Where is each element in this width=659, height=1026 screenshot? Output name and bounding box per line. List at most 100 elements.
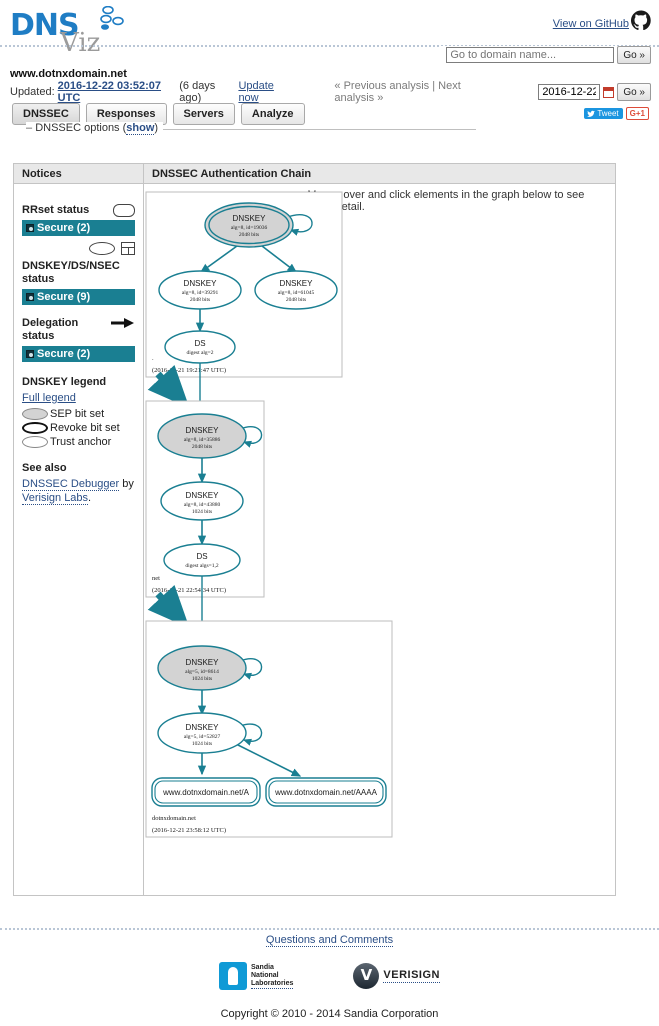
github-icon[interactable] [631,10,651,30]
tweet-button[interactable]: Tweet [584,108,623,119]
full-legend-link[interactable]: Full legend [22,392,76,404]
node-rrset-aaaa[interactable]: www.dotnxdomain.net/AAAA [265,777,387,807]
node-title: DNSKEY [186,426,220,435]
secure-icon [26,224,34,232]
rounded-rect-icon [113,204,135,217]
twitter-icon [587,110,596,117]
trust-anchor-ellipse-icon [22,436,48,448]
verisign-logo[interactable]: VERISIGN [353,963,440,989]
node-algid: alg=8, id=19036 [231,225,268,231]
dnssec-debugger-link[interactable]: DNSSEC Debugger [22,478,120,491]
cluster-label-zone: dotnxdomain.net [152,815,196,822]
tweet-label: Tweet [597,109,619,118]
domain-search-form[interactable]: Go » [440,46,651,64]
node-title: DNSKEY [280,279,314,288]
options-collapse-dash[interactable]: – [26,122,33,134]
dnskey-status-title: DNSKEY/DS/NSEC status [22,260,120,285]
edge-net-ksk-self-sign [239,426,263,448]
node-bits: 2048 bits [190,297,210,303]
sandia-logo[interactable]: Sandia National Laboratories [219,962,294,990]
node-ds-net[interactable]: DS digest algs=1,2 [163,543,241,577]
calendar-icon[interactable] [603,86,615,98]
dnskey-legend-section: DNSKEY legend Full legend SEP bit set Re… [22,376,135,448]
node-dnskey-61045[interactable]: DNSKEY alg=8, id=61045 2048 bits [254,270,338,310]
node-ds-root[interactable]: DS digest alg=2 [164,330,236,364]
verisign-labs-link[interactable]: Verisign Labs [22,492,89,505]
dnsviz-logo[interactable]: DNS Viz [10,4,150,60]
tab-analyze[interactable]: Analyze [240,103,305,125]
secure-icon [26,293,34,301]
graph-canvas[interactable]: DNSKEY alg=8, id=19036 2048 bits DNSKEY … [144,188,615,895]
node-algid: alg=5, id=52827 [184,734,221,740]
node-algid: alg=8, id=61045 [278,290,315,296]
split-box-icon [121,242,135,255]
main-tabs: DNSSEC Responses Servers Analyze [12,103,305,129]
updated-timestamp-link[interactable]: 2016-12-22 03:52:07 UTC [57,80,162,104]
cluster-dotnxdomain-zone[interactable]: DNSKEY alg=5, id=8614 1024 bits DNSKEY a… [145,620,393,838]
sponsor-logos: Sandia National Laboratories VERISIGN [0,962,659,990]
sandia-line3: Laboratories [251,979,294,987]
node-title: DNSKEY [186,658,220,667]
analysis-date-picker[interactable]: Go » [538,83,651,101]
next-analysis-link[interactable]: Next analysis » [334,80,461,104]
tab-servers[interactable]: Servers [172,103,235,125]
secure-icon [26,350,34,358]
tab-responses[interactable]: Responses [85,103,167,125]
verisign-text: VERISIGN [383,969,440,983]
node-algid: digest algs=1,2 [185,563,219,569]
dnskey-status-badge[interactable]: Secure (9) [22,289,135,305]
node-rrset-a[interactable]: www.dotnxdomain.net/A [151,777,261,807]
questions-and-comments-link[interactable]: Questions and Comments [265,934,394,947]
delegation-status-text: Secure (2) [37,348,91,360]
search-input[interactable] [446,47,615,63]
dnskey-status-text: Secure (9) [37,291,91,303]
dnssec-chain-svg[interactable]: DNSKEY alg=8, id=19036 2048 bits DNSKEY … [144,188,616,888]
node-dnskey-8614[interactable]: DNSKEY alg=5, id=8614 1024 bits [157,645,247,691]
date-go-button[interactable]: Go » [617,83,651,101]
update-now-link[interactable]: Update now [238,80,274,104]
analysis-meta-row: Updated: 2016-12-22 03:52:07 UTC (6 days… [10,80,651,104]
edge-zsk-to-aaaa-rrset [235,743,302,777]
see-also-body: DNSSEC Debugger by Verisign Labs. [22,477,135,505]
rrset-status-badge[interactable]: Secure (2) [22,220,135,236]
legend-item-sep: SEP bit set [22,408,135,420]
updated-ago: (6 days ago) [179,80,216,104]
search-go-button[interactable]: Go » [617,46,651,64]
options-show-link[interactable]: show [126,122,155,135]
delegation-status-badge[interactable]: Secure (2) [22,346,135,362]
notices-heading: Notices [14,164,143,184]
cluster-net-zone[interactable]: DNSKEY alg=8, id=35886 2048 bits DNSKEY … [145,400,265,598]
notice-group-dnskey: DNSKEY/DS/NSEC status Secure (9) [22,242,135,305]
legend-label-revoke: Revoke bit set [50,422,120,434]
site-header: DNS Viz View on GitHub Go » [0,0,659,66]
sep-ellipse-icon [22,408,48,420]
previous-analysis-link[interactable]: « Previous analysis [334,80,430,92]
node-title: DNSKEY [186,723,220,732]
questions-row: Questions and Comments [0,934,659,947]
node-title: DNSKEY [233,214,267,223]
node-dnskey-19036[interactable]: DNSKEY alg=8, id=19036 2048 bits [204,202,294,248]
node-dnskey-43880[interactable]: DNSKEY alg=8, id=43880 1024 bits [160,481,244,521]
arrow-icon [111,318,134,328]
cluster-label-net: net [152,575,160,582]
dnskey-legend-heading: DNSKEY legend [22,376,107,388]
see-also-period: . [88,492,92,504]
dnskey-status-icons [89,242,135,255]
gplus-button[interactable]: G+1 [625,107,649,120]
node-algid: alg=8, id=39291 [182,290,219,296]
rrset-status-text: Secure (2) [37,222,91,234]
node-dnskey-35886[interactable]: DNSKEY alg=8, id=35886 2048 bits [157,413,247,459]
node-dnskey-39291[interactable]: DNSKEY alg=8, id=39291 2048 bits [158,270,242,310]
site-footer: Questions and Comments Sandia National L… [0,934,659,1020]
graph-heading: DNSSEC Authentication Chain [144,164,615,184]
node-dnskey-52827[interactable]: DNSKEY alg=5, id=52827 1024 bits [157,712,247,754]
analysis-date-input[interactable] [538,84,601,100]
view-on-github-link[interactable]: View on GitHub [552,18,629,30]
cluster-root-zone[interactable]: DNSKEY alg=8, id=19036 2048 bits DNSKEY … [145,191,343,378]
rrset-label-aaaa: www.dotnxdomain.net/AAAA [274,788,377,797]
logo-text-viz: Viz [60,28,101,58]
updated-label: Updated: [10,86,55,98]
content-panels: Notices RRset status Secure (2) DNSKEY/D… [13,163,616,896]
options-label: DNSSEC options [35,122,120,134]
edge-ksk-to-zsk1 [199,245,238,273]
